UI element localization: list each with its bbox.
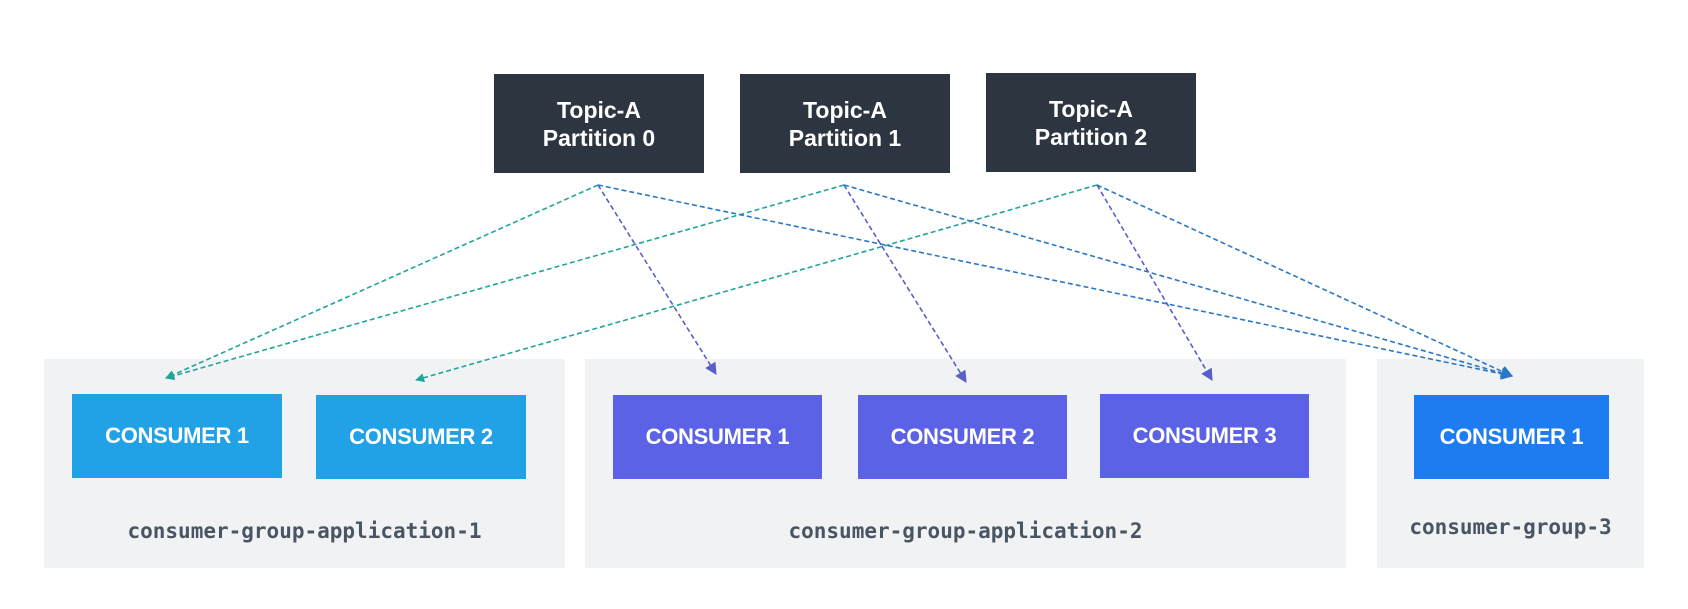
group-2-consumer-1: CONSUMER 1 xyxy=(613,395,822,479)
arrow-partition-1-to-group-2-consumer-2 xyxy=(843,184,967,384)
arrow-partition-2-to-group-1-consumer-2 xyxy=(415,184,1098,383)
group-2-consumer-3: CONSUMER 3 xyxy=(1100,394,1309,478)
arrow-partition-0-to-group-3-consumer-1 xyxy=(597,184,1514,380)
group-label: consumer-group-3 xyxy=(1409,515,1612,539)
arrow-partition-0-to-group-1-consumer-1 xyxy=(165,184,599,379)
arrow-partition-1-to-group-3-consumer-1 xyxy=(843,184,1514,379)
arrow-partition-2-to-group-2-consumer-3 xyxy=(1096,184,1213,382)
group-2-consumer-2: CONSUMER 2 xyxy=(858,395,1067,479)
arrow-partition-0-to-group-2-consumer-1 xyxy=(597,184,717,376)
partition-2: Topic-A Partition 2 xyxy=(986,73,1196,172)
arrow-partition-2-to-group-3-consumer-1 xyxy=(1096,184,1514,377)
partition-number: Partition 2 xyxy=(1034,123,1148,150)
partition-topic: Topic-A xyxy=(803,96,887,123)
partition-0: Topic-A Partition 0 xyxy=(494,74,704,173)
partition-1: Topic-A Partition 1 xyxy=(740,74,950,173)
group-1-consumer-2: CONSUMER 2 xyxy=(316,395,526,479)
group-label: consumer-group-application-1 xyxy=(127,519,482,543)
partition-topic: Topic-A xyxy=(1049,95,1133,122)
group-1-consumer-1: CONSUMER 1 xyxy=(72,394,282,478)
group-3-consumer-1: CONSUMER 1 xyxy=(1414,395,1609,479)
partition-topic: Topic-A xyxy=(557,96,641,123)
arrow-partition-1-to-group-1-consumer-1 xyxy=(165,184,845,381)
partition-number: Partition 1 xyxy=(788,124,902,151)
group-label: consumer-group-application-2 xyxy=(788,519,1143,543)
partition-number: Partition 0 xyxy=(542,124,656,151)
